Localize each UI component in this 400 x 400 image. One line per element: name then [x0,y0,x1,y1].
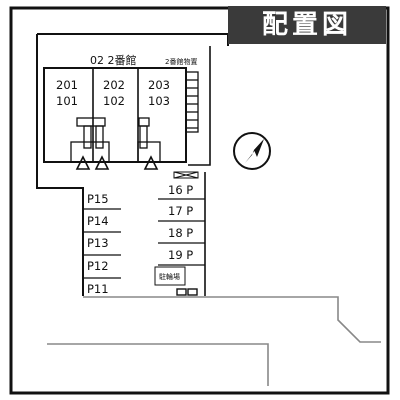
title-background [228,6,386,44]
outer-frame [9,6,390,395]
unit-3-lower: 103 [148,94,170,108]
storage-label: 2番館物置 [165,58,198,66]
parking-lines-left [83,208,121,279]
bicycle-marker-icon [173,171,199,179]
storage-grid-icon [185,71,199,133]
meter-boxes [176,288,198,296]
parking-p11: P11 [87,282,109,296]
road-boundary-upper [83,296,381,343]
bicycle-parking-label: 駐輪場 [159,273,180,281]
entrance-triangle-icon [75,155,159,170]
building-outline [37,33,229,46]
bicycle-parking-box [154,266,186,286]
parking-18: 18 P [168,226,194,240]
road-boundary-lower [47,343,269,386]
parking-p13: P13 [87,236,109,250]
parking-p14: P14 [87,214,109,228]
unit-2-upper: 202 [103,78,125,92]
building-outline-right [188,46,211,166]
parking-p12: P12 [87,259,109,273]
page-title: 配置図 [261,10,352,40]
building-label: 02 2番館 [90,54,137,67]
unit-1-upper: 201 [56,78,78,92]
parking-19: 19 P [168,248,194,262]
unit-1-lower: 101 [56,94,78,108]
unit-2-lower: 102 [103,94,125,108]
building-outline-left [36,34,84,296]
unit-3-upper: 203 [148,78,170,92]
parking-17: 17 P [168,204,194,218]
parking-16: 16 P [168,183,194,197]
north-arrow-icon [233,132,271,170]
stair-detail-right [137,117,161,163]
stair-detail-left [70,117,110,163]
parking-p15: P15 [87,192,109,206]
parking-lines-right [158,198,205,266]
